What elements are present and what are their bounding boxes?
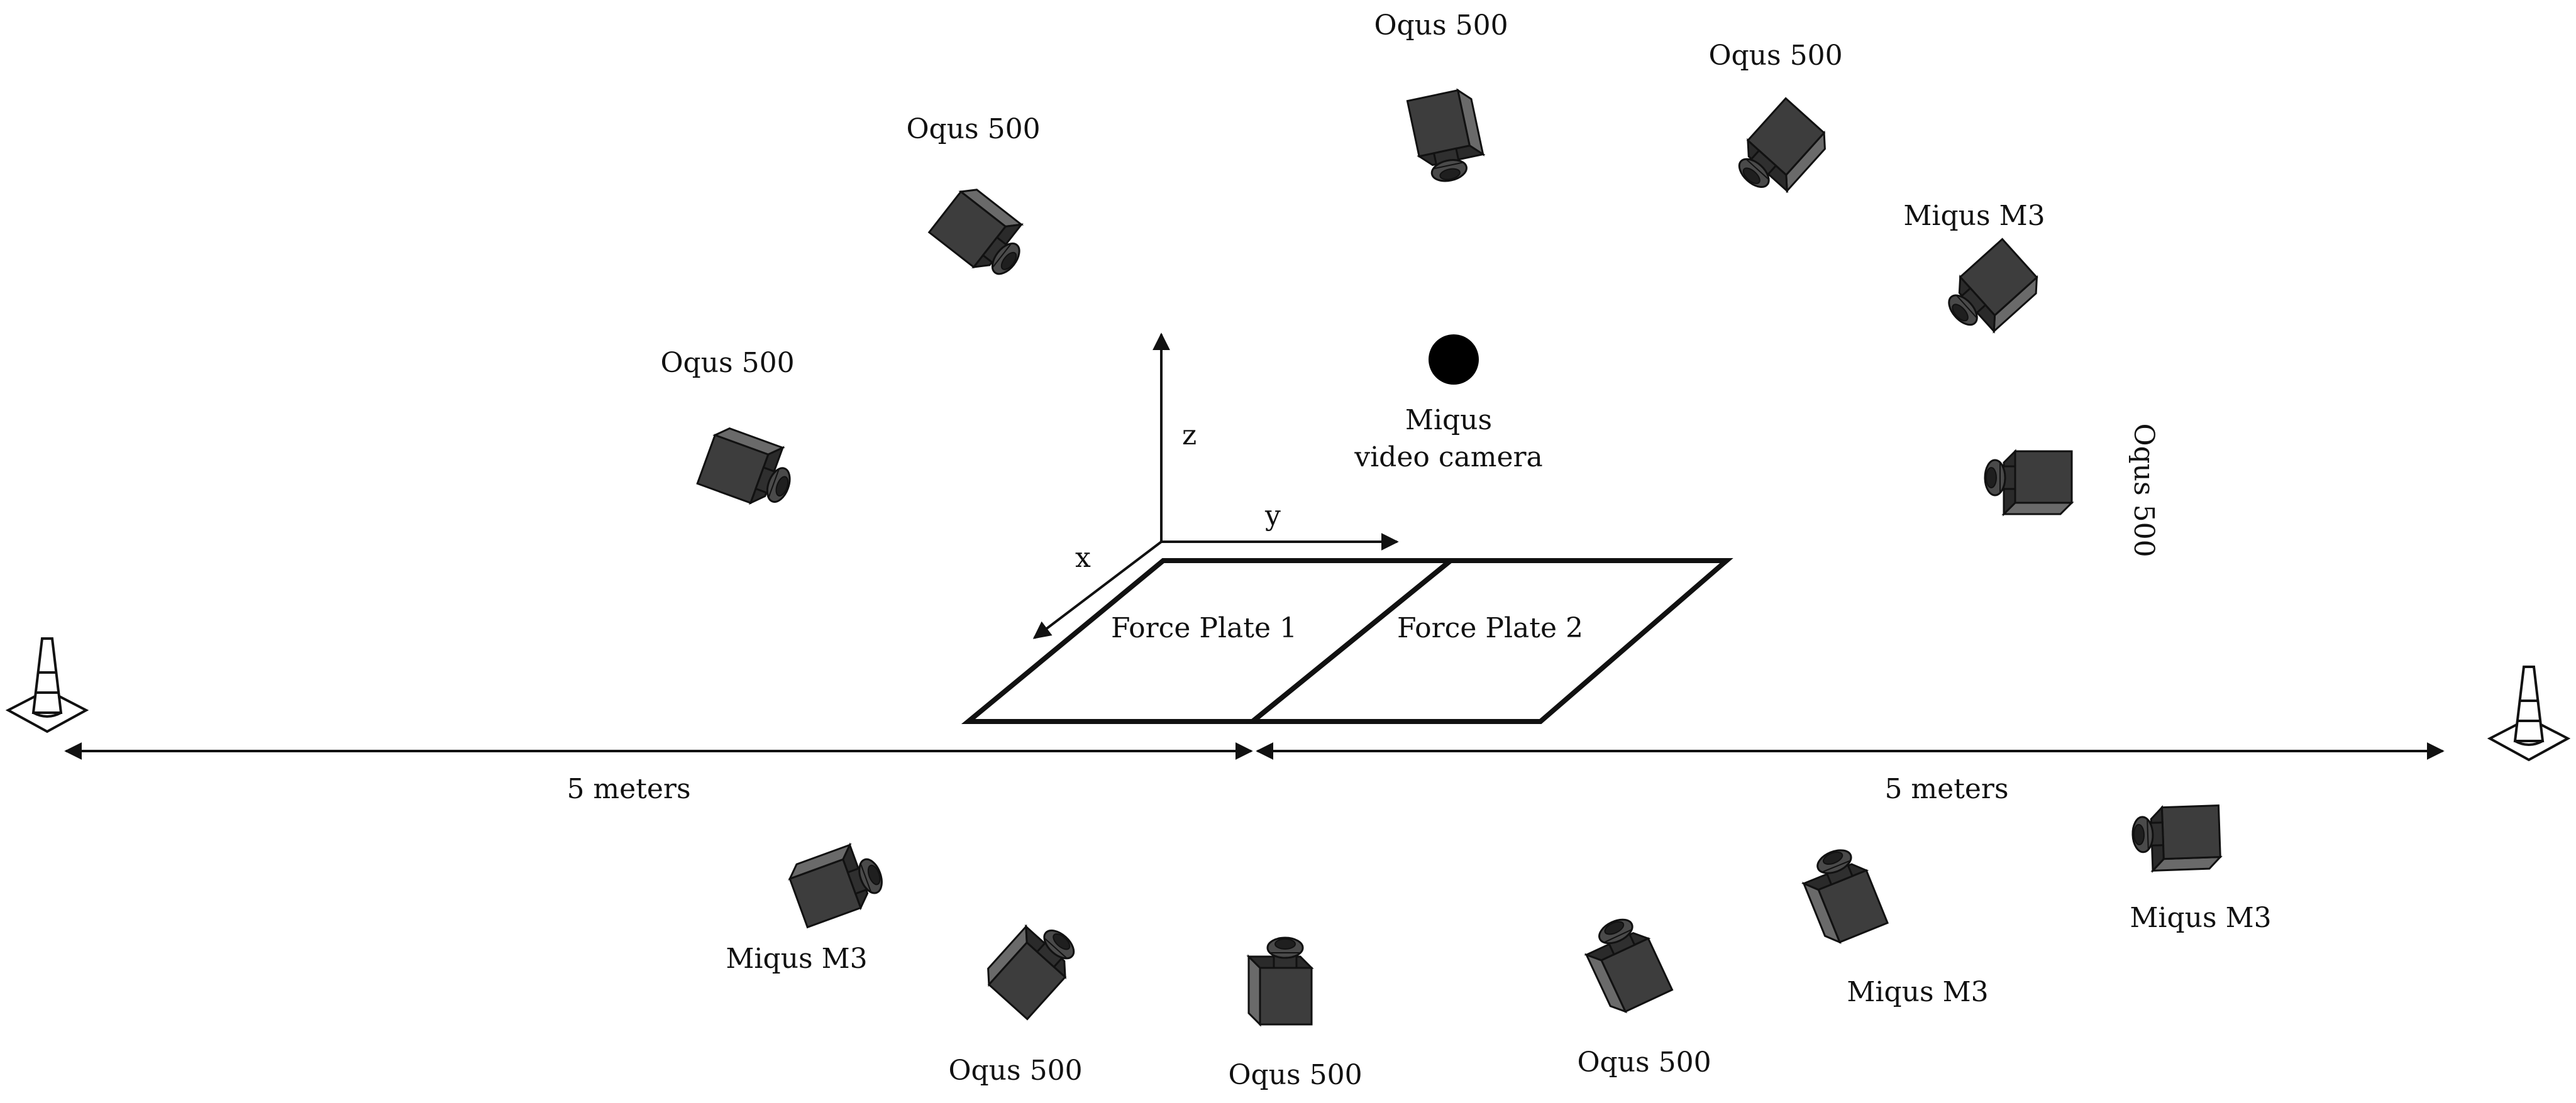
traffic-cone-right — [2487, 666, 2571, 762]
camera-oqus-bottom-center: Oqus 500 — [1228, 936, 1363, 1091]
camera-label: Miqus M3 — [1903, 200, 2045, 232]
camera-icon — [1247, 936, 1313, 1026]
y-axis-label: y — [1264, 500, 1281, 532]
force-plate-2-label: Force Plate 2 — [1397, 612, 1583, 644]
camera-icon — [696, 423, 802, 515]
camera-label: Miqus M3 — [1847, 976, 1988, 1008]
coordinate-axes: z y x — [1032, 332, 1399, 639]
camera-icon — [928, 182, 1037, 287]
camera-miqus-upper-right: Miqus M3 — [1903, 200, 2045, 345]
camera-oqus-top-center: Oqus 500 — [1374, 9, 1508, 187]
camera-oqus-top-right: Oqus 500 — [1708, 40, 1843, 206]
camera-label: Miqus M3 — [2130, 902, 2271, 934]
camera-icon — [1406, 87, 1488, 187]
camera-label: Oqus 500 — [1577, 1046, 1711, 1078]
z-axis-label: z — [1182, 419, 1197, 451]
camera-icon — [980, 911, 1086, 1020]
force-plates: Force Plate 1 Force Plate 2 — [961, 558, 1733, 724]
camera-label: Miqus M3 — [726, 943, 867, 975]
force-plate-1-label: Force Plate 1 — [1111, 612, 1297, 644]
camera-label: Oqus 500 — [1708, 40, 1842, 72]
camera-label: Oqus 500 — [906, 113, 1040, 145]
camera-icon — [1727, 97, 1833, 206]
camera-label: Oqus 500 — [1228, 1059, 1362, 1091]
camera-oqus-right: Oqus 500 — [1984, 423, 2160, 557]
distance-markers: 5 meters 5 meters — [64, 742, 2445, 805]
video-camera-marker-icon — [1429, 334, 1479, 385]
traffic-cone-icon — [2487, 666, 2571, 762]
camera-miqus-lower-left: Miqus M3 — [726, 837, 890, 975]
right-distance-label: 5 meters — [1884, 773, 2008, 805]
traffic-cone-left — [5, 637, 89, 733]
camera-icon — [1937, 238, 2045, 345]
camera-oqus-bottom-left: Oqus 500 — [948, 911, 1086, 1087]
camera-label: Oqus 500 — [2128, 423, 2160, 557]
camera-miqus-bottom-right: Miqus M3 — [1796, 841, 1989, 1008]
force-plate-2 — [1245, 558, 1733, 724]
x-axis-label: x — [1075, 542, 1091, 574]
x-axis — [1032, 541, 1163, 639]
camera-oqus-upper-left: Oqus 500 — [906, 113, 1041, 287]
video-camera: Miqus video camera — [1354, 334, 1543, 473]
camera-label: Oqus 500 — [1374, 9, 1508, 41]
camera-oqus-left: Oqus 500 — [660, 347, 802, 515]
camera-icon — [785, 837, 890, 928]
camera-oqus-bottom-right: Oqus 500 — [1577, 910, 1711, 1078]
camera-icon — [1796, 841, 1889, 948]
left-distance-label: 5 meters — [567, 773, 690, 805]
camera-icon — [2131, 804, 2222, 872]
camera-miqus-far-right: Miqus M3 — [2130, 804, 2272, 934]
video-camera-label-line2: video camera — [1354, 441, 1543, 473]
camera-icon — [1984, 450, 2073, 515]
traffic-cone-icon — [5, 637, 89, 733]
camera-label: Oqus 500 — [660, 347, 794, 379]
camera-label: Oqus 500 — [948, 1055, 1082, 1087]
video-camera-label-line1: Miqus — [1405, 404, 1492, 436]
camera-icon — [1578, 910, 1673, 1018]
